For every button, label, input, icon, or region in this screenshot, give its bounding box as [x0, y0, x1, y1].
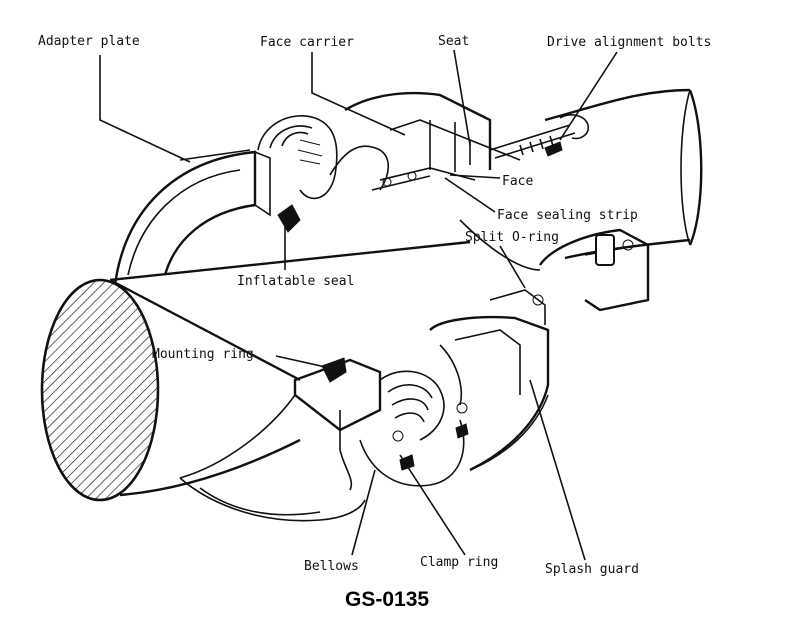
label-mounting-ring: Mounting ring [152, 347, 254, 362]
front-tube-drawing [40, 278, 301, 502]
adapter-plate-drawing [113, 149, 271, 286]
label-bellows: Bellows [304, 559, 359, 574]
leader-clamp-ring [399, 454, 466, 556]
leader-lines [99, 49, 618, 561]
label-clamp-ring: Clamp ring [420, 555, 498, 570]
figure-id: GS-0135 [345, 588, 429, 611]
leader-split-o-ring [499, 245, 526, 289]
leader-mounting-ring [275, 355, 331, 369]
labels: Adapter plate Face carrier Seat Drive al… [38, 34, 711, 611]
label-face: Face [502, 174, 533, 189]
split-o-ring-drawing [459, 219, 650, 312]
mounting-ring-drawing [179, 357, 382, 491]
label-face-carrier: Face carrier [260, 35, 354, 50]
leader-seat [453, 49, 471, 146]
leader-bellows [351, 469, 376, 556]
label-splash-guard: Splash guard [545, 562, 639, 577]
inflatable-seal-drawing [257, 115, 390, 233]
label-adapter-plate: Adapter plate [38, 34, 140, 49]
leader-face [449, 174, 501, 179]
leader-adapter-plate [99, 55, 191, 163]
lower-cylinder-drawing [179, 394, 549, 522]
leader-splash-guard [529, 379, 586, 561]
leader-drive-bolts [559, 51, 618, 141]
label-split-o-ring: Split O-ring [465, 230, 559, 245]
face-carrier-drawing [344, 91, 521, 191]
splash-guard-drawing [429, 289, 550, 472]
leader-face-sealing-strip [444, 177, 496, 213]
bellows-drawing [359, 370, 469, 487]
leader-face-carrier [311, 52, 406, 136]
label-seat: Seat [438, 34, 469, 49]
label-face-sealing-strip: Face sealing strip [497, 208, 638, 223]
label-drive-alignment-bolts: Drive alignment bolts [547, 35, 711, 50]
drive-alignment-bolts-drawing [489, 114, 590, 159]
label-inflatable-seal: Inflatable seal [237, 274, 354, 289]
